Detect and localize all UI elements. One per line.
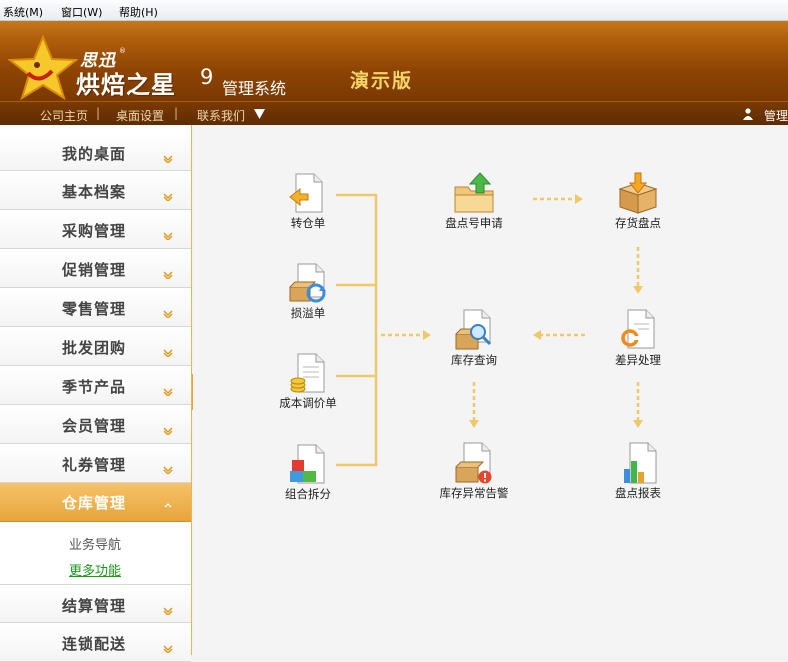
link-company-home[interactable]: 公司主页 <box>40 109 89 123</box>
flow-node-stock-query[interactable]: 库存查询 <box>419 308 529 368</box>
document-refresh-icon <box>621 309 655 349</box>
sidebar-item-purchasing[interactable]: 采购管理 <box>0 210 191 249</box>
menu-system[interactable]: 系统(M) <box>3 6 44 19</box>
document-arrow-left-icon <box>289 173 323 213</box>
edition-label: 演示版 <box>350 70 414 92</box>
flow-node-inventory-count[interactable]: 存货盘点 <box>583 171 693 231</box>
sub-link-business-nav[interactable]: 业务导航 <box>69 538 122 553</box>
menu-window[interactable]: 窗口(W) <box>61 6 103 19</box>
flow-node-transfer[interactable]: 转仓单 <box>253 171 363 231</box>
flow-node-cost-adjust[interactable]: 成本调价单 <box>253 351 363 411</box>
flow-node-loss-gain[interactable]: 损溢单 <box>253 261 363 321</box>
document-coins-icon <box>290 353 325 393</box>
flow-node-label: 差异处理 <box>615 353 661 367</box>
sidebar-item-label: 季节产品 <box>62 378 127 396</box>
flow-node-count-request[interactable]: 盘点号申请 <box>419 171 529 231</box>
chevron-down-icon <box>163 427 173 435</box>
flow-node-label: 成本调价单 <box>279 396 337 410</box>
box-refresh-icon <box>289 263 326 303</box>
separator: | <box>96 106 101 120</box>
chevron-down-icon <box>163 349 173 357</box>
sidebar-item-wholesale[interactable]: 批发团购 <box>0 327 191 366</box>
star-logo-icon <box>8 35 78 101</box>
flow-connectors <box>336 193 643 467</box>
box-down-arrow-icon <box>618 172 658 214</box>
top-link-bar: 公司主页 | 桌面设置 | 联系我们 管理 <box>0 101 788 125</box>
flow-node-label: 盘点报表 <box>615 486 661 500</box>
separator: | <box>174 106 179 120</box>
sidebar-item-label: 我的桌面 <box>62 145 127 163</box>
chevron-down-icon <box>163 310 173 318</box>
sidebar-item-warehouse[interactable]: 仓库管理 <box>0 483 191 522</box>
flow-node-label: 转仓单 <box>290 216 326 230</box>
triangle-down-icon[interactable] <box>254 109 265 119</box>
flow-node-variance[interactable]: 差异处理 <box>583 308 693 368</box>
brand-company: 思迅 <box>80 51 116 71</box>
sidebar-item-retail[interactable]: 零售管理 <box>0 288 191 327</box>
brand-version: 9 <box>200 65 214 89</box>
sidebar-item-label: 会员管理 <box>62 417 127 435</box>
chevron-up-icon <box>164 503 172 508</box>
chevron-down-icon <box>163 193 173 201</box>
sidebar-item-basic-files[interactable]: 基本档案 <box>0 171 191 210</box>
sidebar-item-label: 结算管理 <box>62 597 127 615</box>
box-warning-icon <box>455 442 492 484</box>
sidebar-item-label: 仓库管理 <box>62 494 127 512</box>
link-desktop-settings[interactable]: 桌面设置 <box>116 109 165 123</box>
sidebar-item-label: 促销管理 <box>62 261 127 279</box>
flow-node-label: 组合拆分 <box>285 487 331 501</box>
sidebar-item-my-desktop[interactable]: 我的桌面 <box>0 133 191 171</box>
sidebar-item-chain-delivery[interactable]: 连锁配送 <box>0 623 191 662</box>
bar-chart-icon <box>624 442 657 484</box>
flow-node-label: 库存查询 <box>451 353 497 367</box>
sidebar-item-label: 采购管理 <box>62 222 127 240</box>
link-contact[interactable]: 联系我们 <box>197 109 246 123</box>
menu-help[interactable]: 帮助(H) <box>119 6 158 19</box>
flow-node-stock-alert[interactable]: 库存异常告警 <box>419 441 529 501</box>
sidebar-item-vouchers[interactable]: 礼券管理 <box>0 444 191 483</box>
folder-upload-icon <box>454 172 494 213</box>
chevron-down-icon <box>163 388 173 396</box>
box-magnifier-icon <box>455 309 492 350</box>
chevron-down-icon <box>163 271 173 279</box>
sidebar-item-members[interactable]: 会员管理 <box>0 405 191 444</box>
registered-mark: ® <box>119 47 126 55</box>
sidebar-item-label: 零售管理 <box>62 300 127 318</box>
brand-system-name: 管理系统 <box>222 79 287 98</box>
sidebar-item-promotion[interactable]: 促销管理 <box>0 249 191 288</box>
sidebar-item-label: 基本档案 <box>62 183 127 201</box>
app-header: 思迅 ® 烘焙之星 9 管理系统 演示版 <box>0 21 788 101</box>
current-user[interactable]: 管理 <box>764 109 788 123</box>
sidebar: 我的桌面 基本档案 采购管理 促销管理 零售管理 批发团购 季节产品 会员管理 … <box>0 125 192 662</box>
sidebar-item-label: 礼券管理 <box>62 456 127 474</box>
chevron-down-icon <box>163 466 173 474</box>
blocks-icon <box>290 444 325 484</box>
sidebar-item-settlement[interactable]: 结算管理 <box>0 584 191 623</box>
chevron-down-icon <box>163 155 173 163</box>
workflow-canvas: 转仓单 损溢单 成本调价单 组合拆分 <box>193 125 788 655</box>
flow-node-label: 存货盘点 <box>615 216 661 230</box>
chevron-down-icon <box>163 607 173 615</box>
flow-node-label: 盘点号申请 <box>445 216 503 230</box>
sidebar-item-seasonal[interactable]: 季节产品 <box>0 366 191 405</box>
chevron-down-icon <box>163 232 173 240</box>
sub-link-more-functions[interactable]: 更多功能 <box>69 564 122 579</box>
user-icon <box>743 108 753 120</box>
flow-node-assemble[interactable]: 组合拆分 <box>253 442 363 502</box>
sidebar-item-label: 批发团购 <box>62 339 127 357</box>
flow-node-label: 库存异常告警 <box>439 486 509 500</box>
sidebar-item-label: 连锁配送 <box>62 635 127 653</box>
flow-node-count-report[interactable]: 盘点报表 <box>583 441 693 501</box>
flow-node-label: 损溢单 <box>290 306 326 320</box>
brand-product: 烘焙之星 <box>76 71 176 99</box>
menu-bar: 系统(M) 窗口(W) 帮助(H) <box>0 0 788 21</box>
chevron-down-icon <box>163 645 173 653</box>
